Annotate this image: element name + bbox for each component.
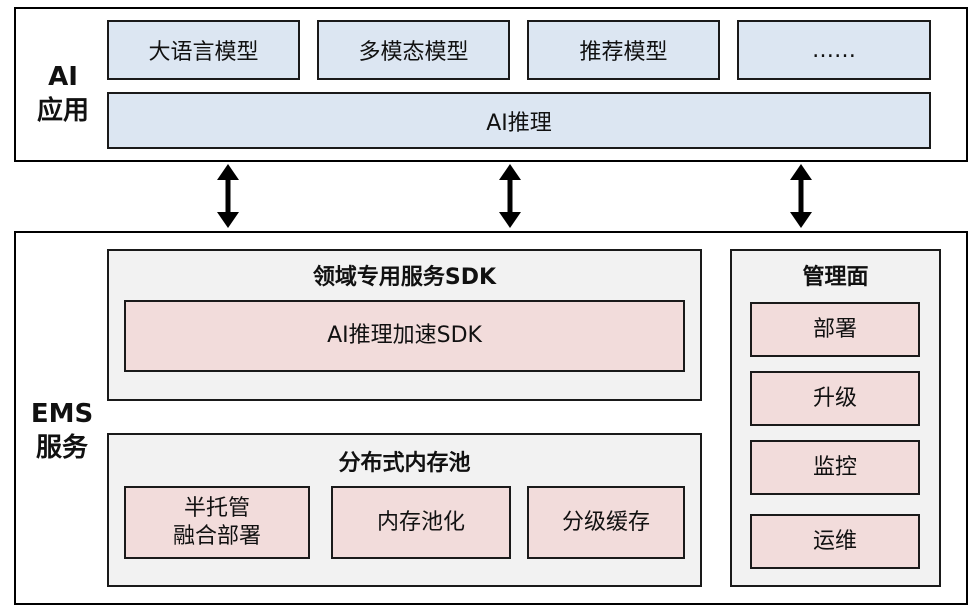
mgmt-item-operations-label: 运维 <box>812 528 857 554</box>
pool-item-memory-pooling: 内存池化 <box>331 486 511 559</box>
model-box-multimodal: 多模态模型 <box>317 20 510 80</box>
ai-label-line2: 应用 <box>36 96 89 126</box>
ai-inference-box: AI推理 <box>107 92 931 149</box>
model-box-llm: 大语言模型 <box>107 20 300 80</box>
sdk-panel-title: 领域专用服务SDK <box>312 265 497 290</box>
model-box-recommendation: 推荐模型 <box>527 20 720 80</box>
mgmt-item-monitor: 监控 <box>750 440 920 495</box>
mgmt-item-upgrade: 升级 <box>750 371 920 426</box>
arrow-left <box>217 164 239 228</box>
ai-label-line1: AI <box>48 62 78 92</box>
memory-pool-panel-title: 分布式内存池 <box>338 451 471 476</box>
mgmt-item-upgrade-label: 升级 <box>812 385 857 411</box>
ems-label-line1: EMS <box>30 399 94 429</box>
mgmt-item-monitor-label: 监控 <box>812 454 857 480</box>
pool-item-semi-managed-line1: 半托管 <box>183 495 250 521</box>
ai-inference-acceleration-sdk-label: AI推理加速SDK <box>327 323 482 348</box>
ems-label-line2: 服务 <box>35 433 88 463</box>
arrow-middle <box>499 164 521 228</box>
mgmt-item-deploy: 部署 <box>750 302 920 357</box>
management-plane-panel-title: 管理面 <box>802 265 869 290</box>
pool-item-memory-pooling-label: 内存池化 <box>376 509 465 535</box>
pool-item-semi-managed-line2: 融合部署 <box>172 523 261 549</box>
pool-item-tiered-cache: 分级缓存 <box>527 486 685 559</box>
ai-inference-acceleration-sdk: AI推理加速SDK <box>124 300 685 372</box>
ems-service-layer-label: EMS 服务 <box>22 397 102 465</box>
mgmt-item-deploy-label: 部署 <box>812 316 857 342</box>
mgmt-item-operations: 运维 <box>750 514 920 569</box>
ai-application-layer-label: AI 应用 <box>24 60 102 128</box>
arrow-right <box>790 164 812 228</box>
pool-item-semi-managed: 半托管 融合部署 <box>124 486 310 559</box>
model-box-more: …… <box>737 20 931 80</box>
pool-item-tiered-cache-label: 分级缓存 <box>561 509 650 535</box>
